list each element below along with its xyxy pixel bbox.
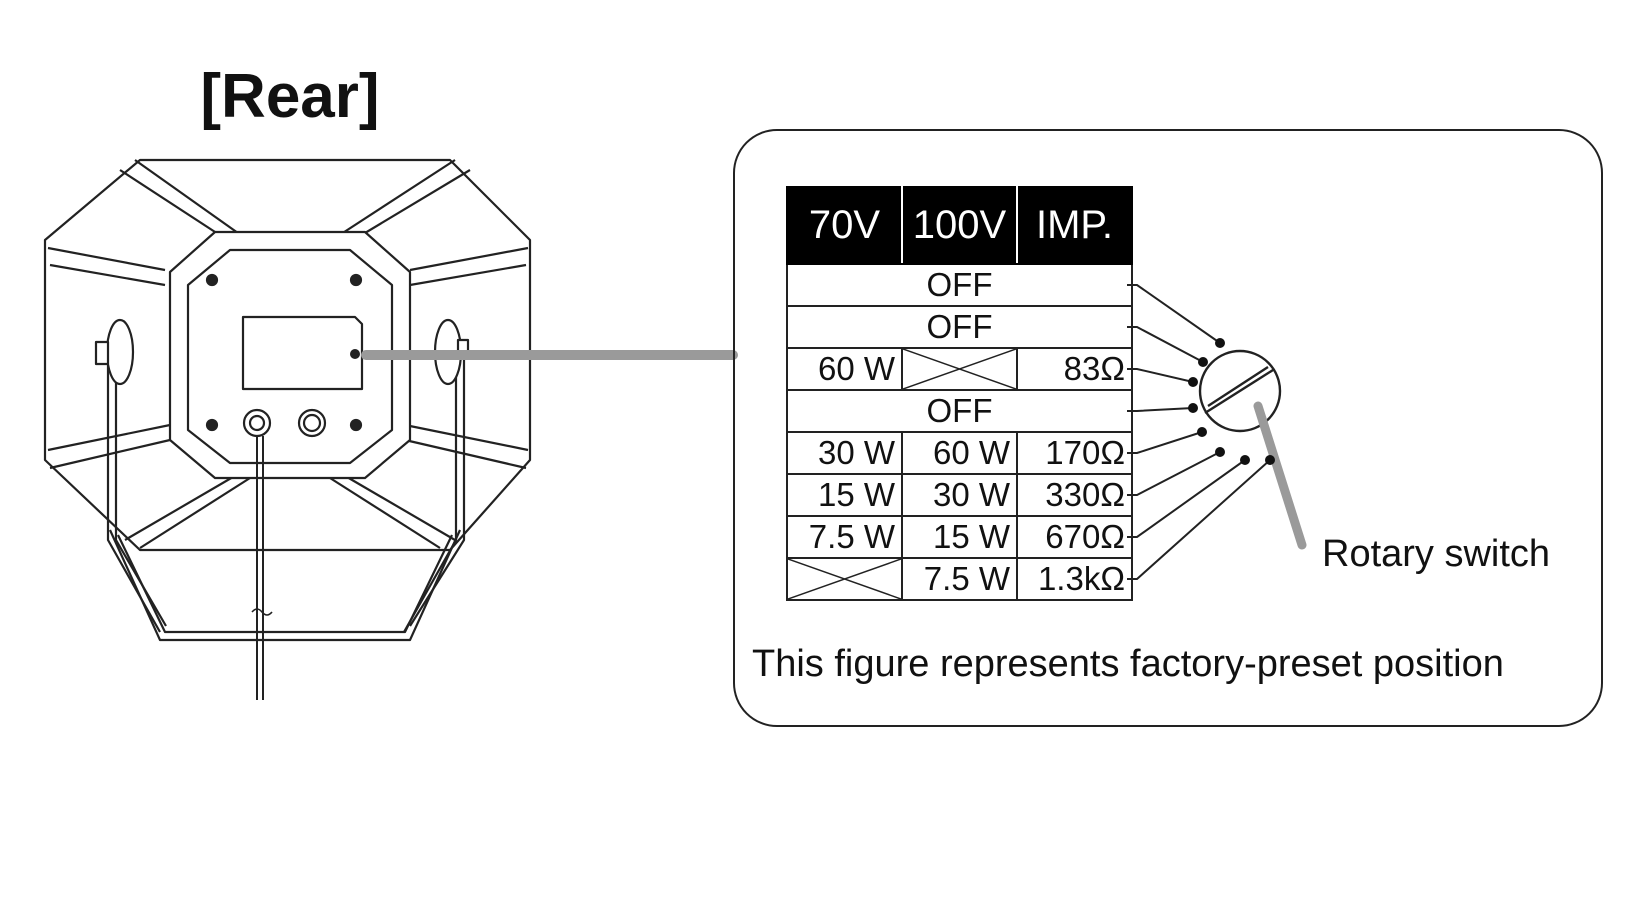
switch-position-dot — [1197, 427, 1207, 437]
power-100v-cell: 30 W — [901, 473, 1018, 517]
callout-box — [733, 129, 1603, 727]
impedance-cell: 670Ω — [1016, 515, 1133, 559]
table-row: OFF — [786, 305, 1133, 349]
impedance-cell: 330Ω — [1016, 473, 1133, 517]
table-row: 60 W 83Ω — [786, 347, 1133, 391]
switch-position-dot — [1215, 447, 1225, 457]
switch-position-dot — [1215, 338, 1225, 348]
power-70v-cell: 7.5 W — [786, 515, 903, 559]
power-100v-cell: 15 W — [901, 515, 1018, 559]
unavailable-cell — [901, 347, 1018, 391]
switch-position-dot — [1188, 377, 1198, 387]
table-row: OFF — [786, 389, 1133, 433]
off-cell: OFF — [786, 263, 1133, 307]
rotary-switch-drawing — [1198, 349, 1307, 550]
power-100v-cell: 60 W — [901, 431, 1018, 475]
switch-position-dot — [1240, 455, 1250, 465]
impedance-cell: 1.3kΩ — [1016, 557, 1133, 601]
callout-leader — [350, 349, 738, 360]
header-70v: 70V — [786, 186, 903, 265]
factory-preset-note: This figure represents factory-preset po… — [752, 643, 1504, 685]
unavailable-cell — [786, 557, 903, 601]
impedance-cell: 83Ω — [1016, 347, 1133, 391]
switch-position-dot — [1265, 455, 1275, 465]
table-row: OFF — [786, 263, 1133, 307]
impedance-cell: 170Ω — [1016, 431, 1133, 475]
rear-title: [Rear] — [200, 62, 380, 131]
rotary-switch-label: Rotary switch — [1322, 533, 1551, 575]
power-70v-cell: 60 W — [786, 347, 903, 391]
table-header-row: 70V 100V IMP. — [786, 186, 1133, 265]
power-70v-cell: 15 W — [786, 473, 903, 517]
switch-position-dot — [1198, 357, 1208, 367]
switch-position-dot — [1188, 403, 1198, 413]
power-100v-cell: 7.5 W — [901, 557, 1018, 601]
power-70v-cell: 30 W — [786, 431, 903, 475]
header-100v: 100V — [901, 186, 1018, 265]
off-cell: OFF — [786, 389, 1133, 433]
off-cell: OFF — [786, 305, 1133, 349]
header-imp: IMP. — [1016, 186, 1133, 265]
speaker-rear-drawing — [43, 158, 532, 700]
